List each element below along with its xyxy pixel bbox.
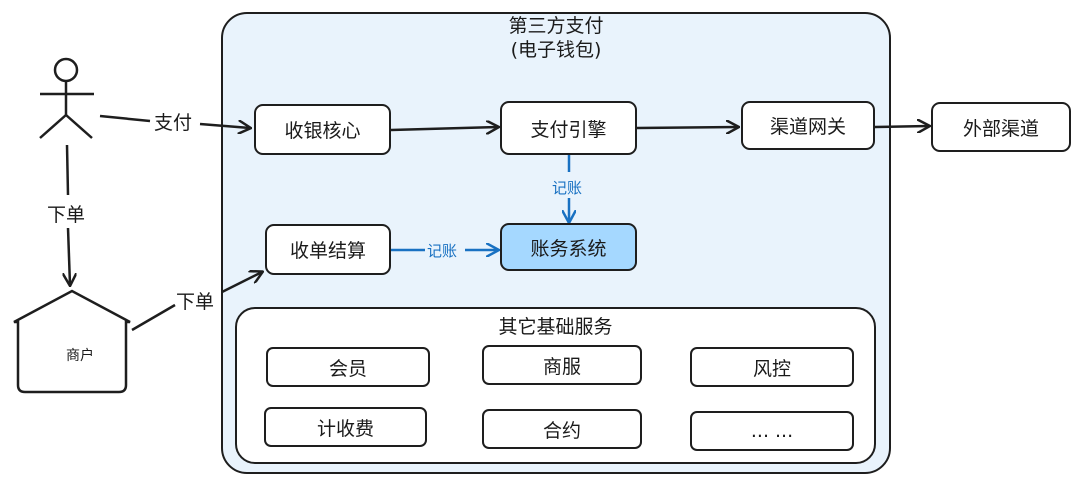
edge-order-merchant — [131, 303, 176, 332]
edge-label-order-left: 下单 — [47, 204, 86, 226]
node-channel-gateway: 渠道网关 — [741, 101, 875, 150]
merchant-label: 商户 — [66, 348, 94, 364]
node-external-channel: 外部渠道 — [931, 102, 1071, 152]
wallet-title-line1: 第三方支付 — [508, 15, 604, 37]
wallet-title: 第三方支付 (电子钱包) — [221, 14, 891, 62]
node-accounting: 账务系统 — [500, 223, 637, 271]
service-membership: 会员 — [266, 347, 430, 387]
node-payment-engine: 支付引擎 — [500, 101, 637, 155]
user-figure-icon — [39, 57, 94, 139]
service-merchant: 商服 — [482, 345, 642, 385]
edge-label-bookkeep-right: 记账 — [427, 242, 458, 260]
edge-label-pay: 支付 — [154, 112, 193, 134]
service-risk: 风控 — [690, 347, 854, 387]
merchant-house-icon — [13, 289, 131, 394]
edge-label-bookkeep-down: 记账 — [552, 179, 583, 197]
edge-label-order-merchant: 下单 — [176, 291, 215, 313]
service-contract: 合约 — [482, 409, 642, 449]
wallet-title-line2: (电子钱包) — [510, 39, 602, 61]
service-more: ... ... — [690, 411, 854, 451]
edge-pay — [99, 114, 151, 123]
node-checkout-core: 收银核心 — [254, 104, 391, 155]
basic-services-title: 其它基础服务 — [498, 316, 613, 338]
service-billing: 计收费 — [264, 407, 427, 447]
edge-order-left — [65, 144, 70, 196]
node-settlement: 收单结算 — [265, 224, 391, 275]
